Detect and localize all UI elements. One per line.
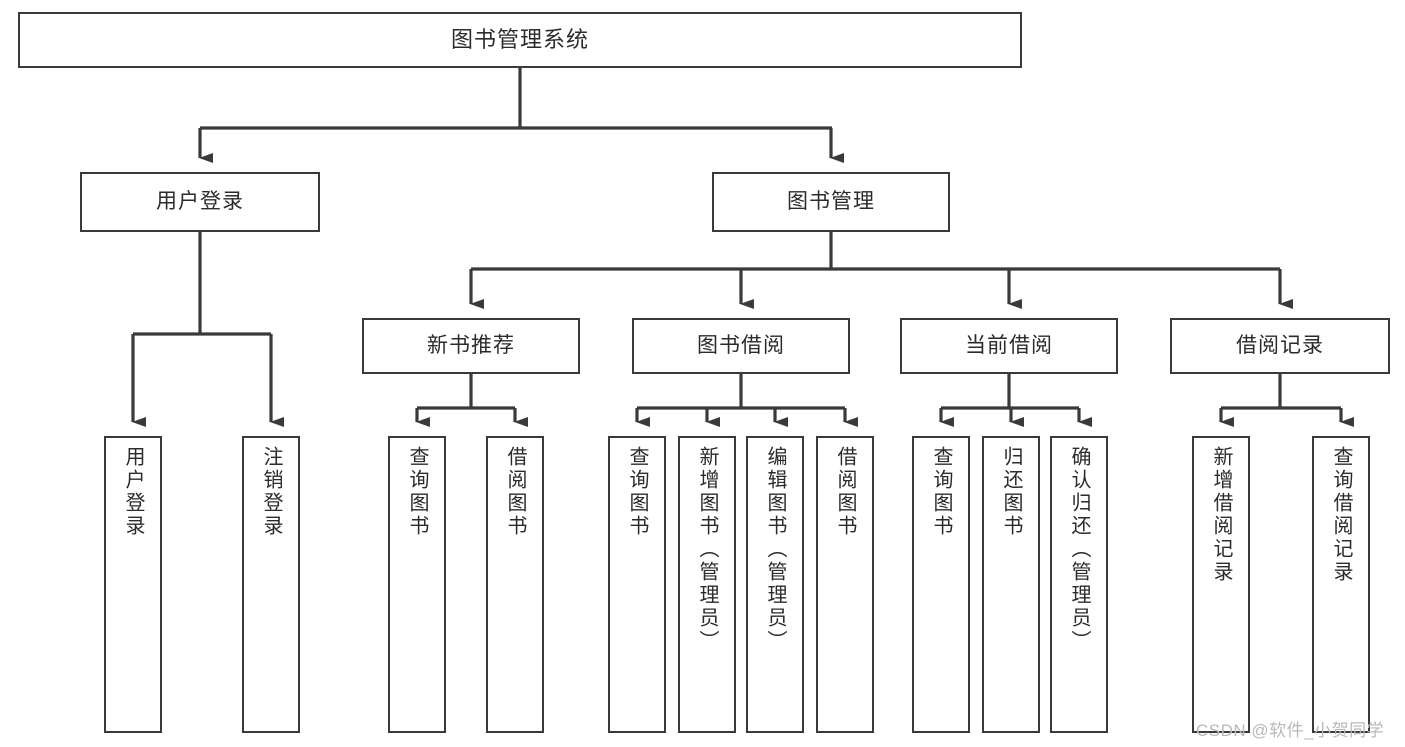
leaf-borrow-book-1-label: 借阅图书	[504, 446, 526, 538]
leaf-add-book[interactable]: 新增图书（管理员）	[678, 436, 736, 733]
node-new-book-rec-label: 新书推荐	[427, 333, 515, 357]
leaf-logout[interactable]: 注销登录	[242, 436, 300, 733]
leaf-borrow-book-2[interactable]: 借阅图书	[816, 436, 874, 733]
leaf-query-book-2[interactable]: 查询图书	[608, 436, 666, 733]
leaf-query-book-3-label: 查询图书	[930, 446, 952, 538]
leaf-add-book-label: 新增图书（管理员）	[696, 446, 718, 653]
leaf-return-book-label: 归还图书	[1000, 446, 1022, 538]
leaf-add-record-label: 新增借阅记录	[1210, 446, 1232, 584]
leaf-borrow-book-2-label: 借阅图书	[834, 446, 856, 538]
leaf-query-book-1-label: 查询图书	[406, 446, 428, 538]
node-user-login-label: 用户登录	[156, 189, 244, 213]
leaf-logout-label: 注销登录	[260, 446, 282, 538]
leaf-query-book-2-label: 查询图书	[626, 446, 648, 538]
leaf-user-login-label: 用户登录	[122, 446, 144, 538]
leaf-query-record[interactable]: 查询借阅记录	[1312, 436, 1370, 733]
leaf-query-book-3[interactable]: 查询图书	[912, 436, 970, 733]
leaf-return-book[interactable]: 归还图书	[982, 436, 1040, 733]
leaf-query-book-1[interactable]: 查询图书	[388, 436, 446, 733]
node-book-borrow[interactable]: 图书借阅	[632, 318, 850, 374]
node-borrow-record-label: 借阅记录	[1236, 333, 1324, 357]
node-book-manage-label: 图书管理	[787, 189, 875, 213]
node-user-login[interactable]: 用户登录	[80, 172, 320, 232]
csdn-watermark: CSDN @软件_小贺同学	[1196, 721, 1385, 740]
node-book-borrow-label: 图书借阅	[697, 333, 785, 357]
leaf-confirm-return[interactable]: 确认归还（管理员）	[1050, 436, 1108, 733]
node-book-manage[interactable]: 图书管理	[712, 172, 950, 232]
node-new-book-rec[interactable]: 新书推荐	[362, 318, 580, 374]
leaf-edit-book-label: 编辑图书（管理员）	[764, 446, 786, 653]
node-root-label: 图书管理系统	[450, 27, 589, 53]
leaf-add-record[interactable]: 新增借阅记录	[1192, 436, 1250, 733]
leaf-user-login[interactable]: 用户登录	[104, 436, 162, 733]
node-current-borrow[interactable]: 当前借阅	[900, 318, 1118, 374]
node-current-borrow-label: 当前借阅	[965, 333, 1053, 357]
leaf-edit-book[interactable]: 编辑图书（管理员）	[746, 436, 804, 733]
node-borrow-record[interactable]: 借阅记录	[1170, 318, 1390, 374]
leaf-confirm-return-label: 确认归还（管理员）	[1068, 446, 1090, 653]
node-root[interactable]: 图书管理系统	[18, 12, 1022, 68]
leaf-query-record-label: 查询借阅记录	[1330, 446, 1352, 584]
leaf-borrow-book-1[interactable]: 借阅图书	[486, 436, 544, 733]
